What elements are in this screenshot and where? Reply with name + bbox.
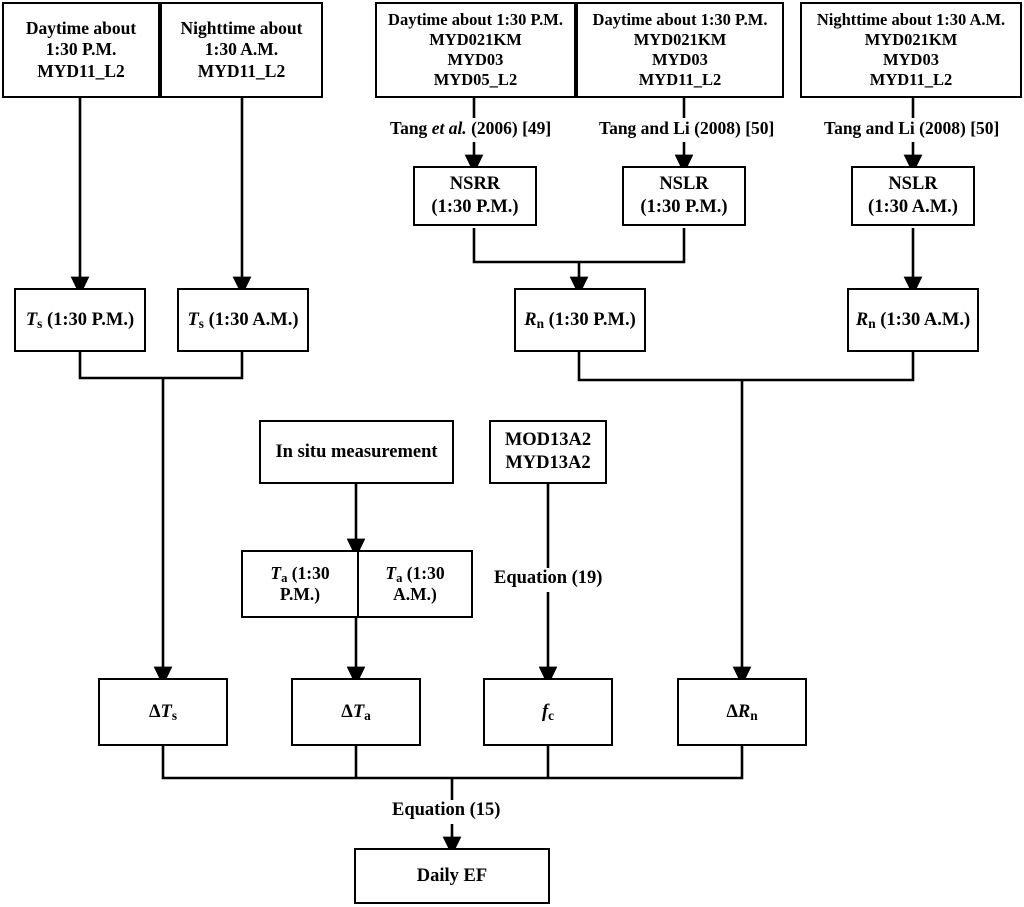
edge-bottom-merge-bar <box>161 746 744 780</box>
node-ta-pm-label: Ta (1:30 P.M.) <box>270 563 329 606</box>
node-ndvi-products-label: MOD13A2 MYD13A2 <box>504 430 592 473</box>
node-delta-ta[interactable]: ΔTa <box>291 678 421 746</box>
node-delta-rn-subscript: n <box>750 708 758 724</box>
node-ta-am-label: Ta (1:30 A.M.) <box>385 563 444 606</box>
edge-nsrr-nslrpm-merge <box>472 228 686 264</box>
node-in-situ-measurement[interactable]: In situ measurement <box>259 420 454 484</box>
node-ts-am-subscript: s <box>198 316 204 332</box>
edge-label-equation-15: Equation (15) <box>390 800 503 821</box>
node-fc-subscript: c <box>548 708 555 724</box>
node-delta-rn-label: ΔRn <box>726 701 757 724</box>
node-rn-am-rest: (1:30 A.M.) <box>875 309 971 330</box>
node-nslr-day-source-label: Daytime about 1:30 P.M. MYD021KM MYD03 M… <box>592 9 768 90</box>
node-ta-am[interactable]: Ta (1:30 A.M.) <box>357 552 471 616</box>
node-nsrr-pm-label: NSRR (1:30 P.M.) <box>431 174 519 217</box>
node-rn-am-symbol: R <box>855 309 869 330</box>
node-ta-pm-symbol: T <box>270 562 282 583</box>
node-ts-pm-symbol: T <box>25 309 38 330</box>
node-ts-am-label: Ts (1:30 A.M.) <box>187 309 298 332</box>
node-rn-am[interactable]: Rn (1:30 A.M.) <box>847 288 979 352</box>
node-nsrr-pm[interactable]: NSRR (1:30 P.M.) <box>413 166 537 226</box>
node-nslr-am-label: NSLR (1:30 A.M.) <box>868 174 958 217</box>
node-myd11-nighttime[interactable]: Nighttime about 1:30 A.M. MYD11_L2 <box>160 2 323 98</box>
node-rn-am-subscript: n <box>868 316 876 332</box>
node-in-situ-measurement-label: In situ measurement <box>275 441 438 462</box>
node-ts-pm-rest: (1:30 P.M.) <box>42 309 135 330</box>
node-ts-am-symbol: T <box>187 309 199 330</box>
node-rn-pm-rest: (1:30 P.M.) <box>543 309 636 330</box>
node-rn-pm-subscript: n <box>536 316 544 332</box>
node-delta-ts-prefix: Δ <box>148 701 161 722</box>
node-ts-pm[interactable]: Ts (1:30 P.M.) <box>14 288 146 352</box>
node-ta-pm-rest: (1:30 P.M.) <box>279 562 330 604</box>
edge-label-tang-2006-pre: Tang <box>390 118 432 138</box>
node-rn-pm-symbol: R <box>524 309 537 330</box>
node-delta-rn-symbol: R <box>737 701 751 722</box>
edge-rn-merge-bar <box>577 352 915 382</box>
node-nslr-day-source[interactable]: Daytime about 1:30 P.M. MYD021KM MYD03 M… <box>576 2 784 98</box>
node-nslr-night-source[interactable]: Nighttime about 1:30 A.M. MYD021KM MYD03… <box>800 2 1022 98</box>
edge-label-tang-2006: Tang et al. (2006) [49] <box>388 118 554 139</box>
node-delta-rn[interactable]: ΔRn <box>677 678 807 746</box>
node-ta-pair[interactable]: Ta (1:30 P.M.) Ta (1:30 A.M.) <box>241 550 473 618</box>
node-fc-label: fc <box>542 701 554 724</box>
node-delta-ts-symbol: T <box>160 701 172 722</box>
node-ndvi-products[interactable]: MOD13A2 MYD13A2 <box>489 420 607 484</box>
edge-label-tang-li-2008-day: Tang and Li (2008) [50] <box>597 118 777 139</box>
node-nslr-am[interactable]: NSLR (1:30 A.M.) <box>851 166 975 226</box>
node-nsrr-source[interactable]: Daytime about 1:30 P.M. MYD021KM MYD03 M… <box>375 2 576 98</box>
edge-label-tang-2006-post: (2006) [49] <box>466 118 552 138</box>
node-delta-rn-prefix: Δ <box>726 701 738 722</box>
node-rn-pm-label: Rn (1:30 P.M.) <box>524 309 636 332</box>
node-rn-pm[interactable]: Rn (1:30 P.M.) <box>514 288 646 352</box>
node-myd11-daytime[interactable]: Daytime about 1:30 P.M. MYD11_L2 <box>2 2 160 98</box>
edge-label-tang-li-2008-night: Tang and Li (2008) [50] <box>822 118 1002 139</box>
node-ts-am[interactable]: Ts (1:30 A.M.) <box>177 288 309 352</box>
node-delta-ta-label: ΔTa <box>341 701 371 724</box>
node-daily-ef[interactable]: Daily EF <box>354 848 550 904</box>
node-delta-ts[interactable]: ΔTs <box>98 678 228 746</box>
node-ta-am-rest: (1:30 A.M.) <box>393 562 445 604</box>
node-rn-am-label: Rn (1:30 A.M.) <box>856 309 970 332</box>
node-ta-am-symbol: T <box>385 562 397 583</box>
node-ts-pm-label: Ts (1:30 P.M.) <box>26 309 134 332</box>
node-delta-ta-prefix: Δ <box>341 701 353 722</box>
node-ta-pm[interactable]: Ta (1:30 P.M.) <box>243 552 357 616</box>
node-myd11-daytime-label: Daytime about 1:30 P.M. MYD11_L2 <box>25 17 137 81</box>
node-ta-am-subscript: a <box>396 570 403 585</box>
node-nsrr-source-label: Daytime about 1:30 P.M. MYD021KM MYD03 M… <box>388 9 563 90</box>
node-fc[interactable]: fc <box>483 678 613 746</box>
node-delta-ta-subscript: a <box>364 708 371 724</box>
node-nslr-pm-label: NSLR (1:30 P.M.) <box>640 174 728 217</box>
node-delta-ts-subscript: s <box>171 708 178 724</box>
edge-label-tang-2006-italic: et al. <box>431 118 467 138</box>
node-delta-ta-symbol: T <box>352 701 365 722</box>
node-ts-pm-subscript: s <box>37 316 43 332</box>
node-ta-pm-subscript: a <box>281 570 288 585</box>
node-daily-ef-label: Daily EF <box>416 865 488 886</box>
node-ts-am-rest: (1:30 A.M.) <box>203 309 299 330</box>
node-myd11-nighttime-label: Nighttime about 1:30 A.M. MYD11_L2 <box>180 17 303 81</box>
node-delta-ts-label: ΔTs <box>149 701 177 724</box>
edge-label-equation-19: Equation (19) <box>492 568 605 589</box>
node-nslr-night-source-label: Nighttime about 1:30 A.M. MYD021KM MYD03… <box>816 9 1006 90</box>
edge-ts-merge-bar <box>78 352 244 380</box>
node-nslr-pm[interactable]: NSLR (1:30 P.M.) <box>622 166 746 226</box>
node-fc-symbol: f <box>541 701 549 722</box>
